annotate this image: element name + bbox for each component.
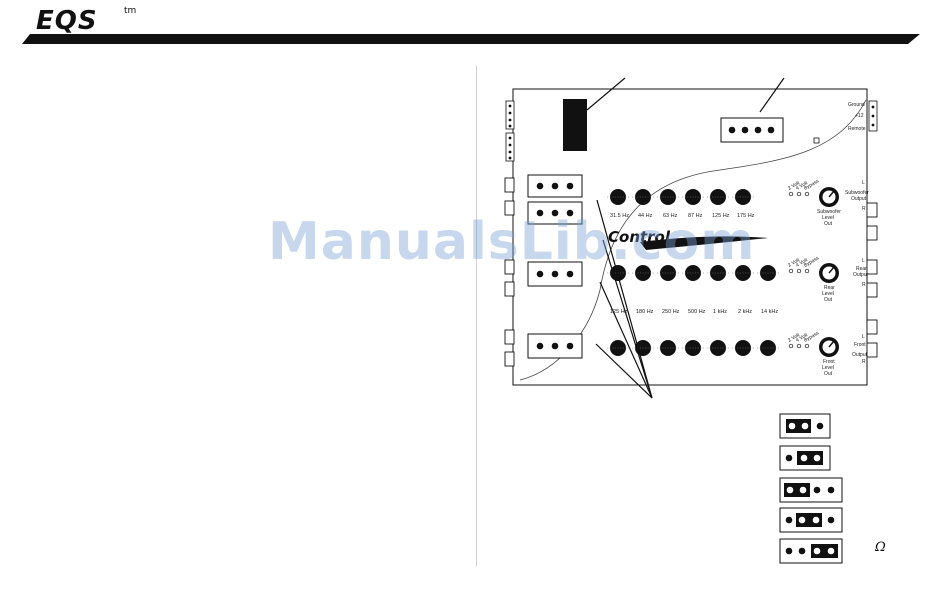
jumper-legend-3pin-a xyxy=(779,413,831,439)
lr-label: R xyxy=(862,206,866,212)
freq-label: 63 Hz xyxy=(663,213,678,219)
small-led xyxy=(813,137,820,144)
lr-label: R xyxy=(862,359,866,365)
freq-label: 87 Hz xyxy=(688,213,703,219)
freq-label: 250 Hz xyxy=(662,309,680,315)
level-label-line: Subwoofer xyxy=(817,209,841,215)
level-label-line: Out xyxy=(824,297,833,303)
header-bar xyxy=(22,34,920,44)
control-label: Control xyxy=(608,228,671,246)
rear-level-label: Rear Level Out xyxy=(822,285,835,303)
control-brush-stroke xyxy=(640,236,768,250)
right-power-terminal-dots xyxy=(871,105,875,127)
output-label-line: Output xyxy=(851,196,867,202)
output-label-line: Output xyxy=(852,352,868,358)
freq-label: 31.5 Hz xyxy=(610,213,629,219)
jumper-legend-3pin-b xyxy=(779,445,831,471)
switch-label: 2 Volt xyxy=(787,332,801,344)
freq-label: 180 Hz xyxy=(636,309,654,315)
jumper-legend-4pin-b xyxy=(779,507,843,533)
switch-label: 4 Volt xyxy=(795,180,809,192)
jumper-legend-4pin-a xyxy=(779,477,843,503)
freq-label: 1 kHz xyxy=(713,309,727,315)
subwoofer-freq-labels: 31.5 Hz 44 Hz 63 Hz 87 Hz 125 Hz 175 Hz xyxy=(610,213,755,219)
switch-label: 2 Volt xyxy=(787,257,801,269)
watermark: ManualsLib.com xyxy=(268,212,756,272)
output-label-line: Rear xyxy=(856,266,867,272)
callout-line-chip xyxy=(586,77,626,111)
freq-label: 14 kHz xyxy=(761,309,778,315)
power-label: Ground xyxy=(848,102,865,108)
freq-label: 2 kHz xyxy=(738,309,752,315)
knob-callout-lines xyxy=(595,199,653,399)
switch-label: 4 Volt xyxy=(795,257,809,269)
trademark-mark: tm xyxy=(124,6,137,16)
power-label: +12 xyxy=(855,113,864,119)
lr-label: L xyxy=(862,334,865,340)
lr-label: L xyxy=(862,180,865,186)
omega-symbol: Ω xyxy=(875,540,886,555)
jumper-legend-4pin-c xyxy=(779,538,843,564)
level-label-line: Level xyxy=(822,365,834,371)
black-chip xyxy=(563,99,587,151)
eq-knobs xyxy=(607,189,779,356)
column-divider xyxy=(476,66,477,566)
front-level-label: Front Level Out xyxy=(822,359,835,377)
four-pin-dots xyxy=(728,126,775,134)
freq-label: 44 Hz xyxy=(638,213,653,219)
level-label-line: Out xyxy=(824,221,833,227)
level-knobs xyxy=(819,187,839,357)
right-rca-jacks xyxy=(866,202,878,358)
subwoofer-level-label: Subwoofer Level Out xyxy=(817,209,841,227)
level-label-line: Level xyxy=(822,291,834,297)
switch-dots xyxy=(788,191,810,349)
level-label-line: Rear xyxy=(824,285,835,291)
freq-label: 500 Hz xyxy=(688,309,706,315)
power-labels: Ground +12 Remote xyxy=(848,102,866,132)
left-terminal-strip xyxy=(505,100,515,162)
left-rca-jacks xyxy=(504,177,515,367)
board-jumpers xyxy=(527,174,583,359)
left-terminal-dots xyxy=(508,104,512,160)
switch-label: 4 Volt xyxy=(795,332,809,344)
freq-label: 125 Hz xyxy=(610,309,628,315)
level-label-line: Level xyxy=(822,215,834,221)
lr-label: R xyxy=(862,282,866,288)
front-output-label: L Front Output R xyxy=(852,334,868,365)
rear-freq-labels: 125 Hz 180 Hz 250 Hz 500 Hz 1 kHz 2 kHz … xyxy=(610,309,778,315)
power-label: Remote xyxy=(848,126,866,132)
switch-label: 2 Volt xyxy=(787,180,801,192)
level-label-line: Out xyxy=(824,371,833,377)
output-label-line: Output xyxy=(853,272,869,278)
subwoofer-output-label: L Subwoofer Output R xyxy=(845,180,869,212)
freq-label: 175 Hz xyxy=(737,213,755,219)
level-label-line: Front xyxy=(823,359,835,365)
freq-label: 125 Hz xyxy=(712,213,730,219)
rear-output-label: L Rear Output R xyxy=(853,258,869,288)
output-label-line: Subwoofer xyxy=(845,190,869,196)
callout-line-connector xyxy=(759,77,785,113)
output-label-line: Front xyxy=(854,342,866,348)
brand-logo: EQS xyxy=(36,6,98,36)
lr-label: L xyxy=(862,258,865,264)
